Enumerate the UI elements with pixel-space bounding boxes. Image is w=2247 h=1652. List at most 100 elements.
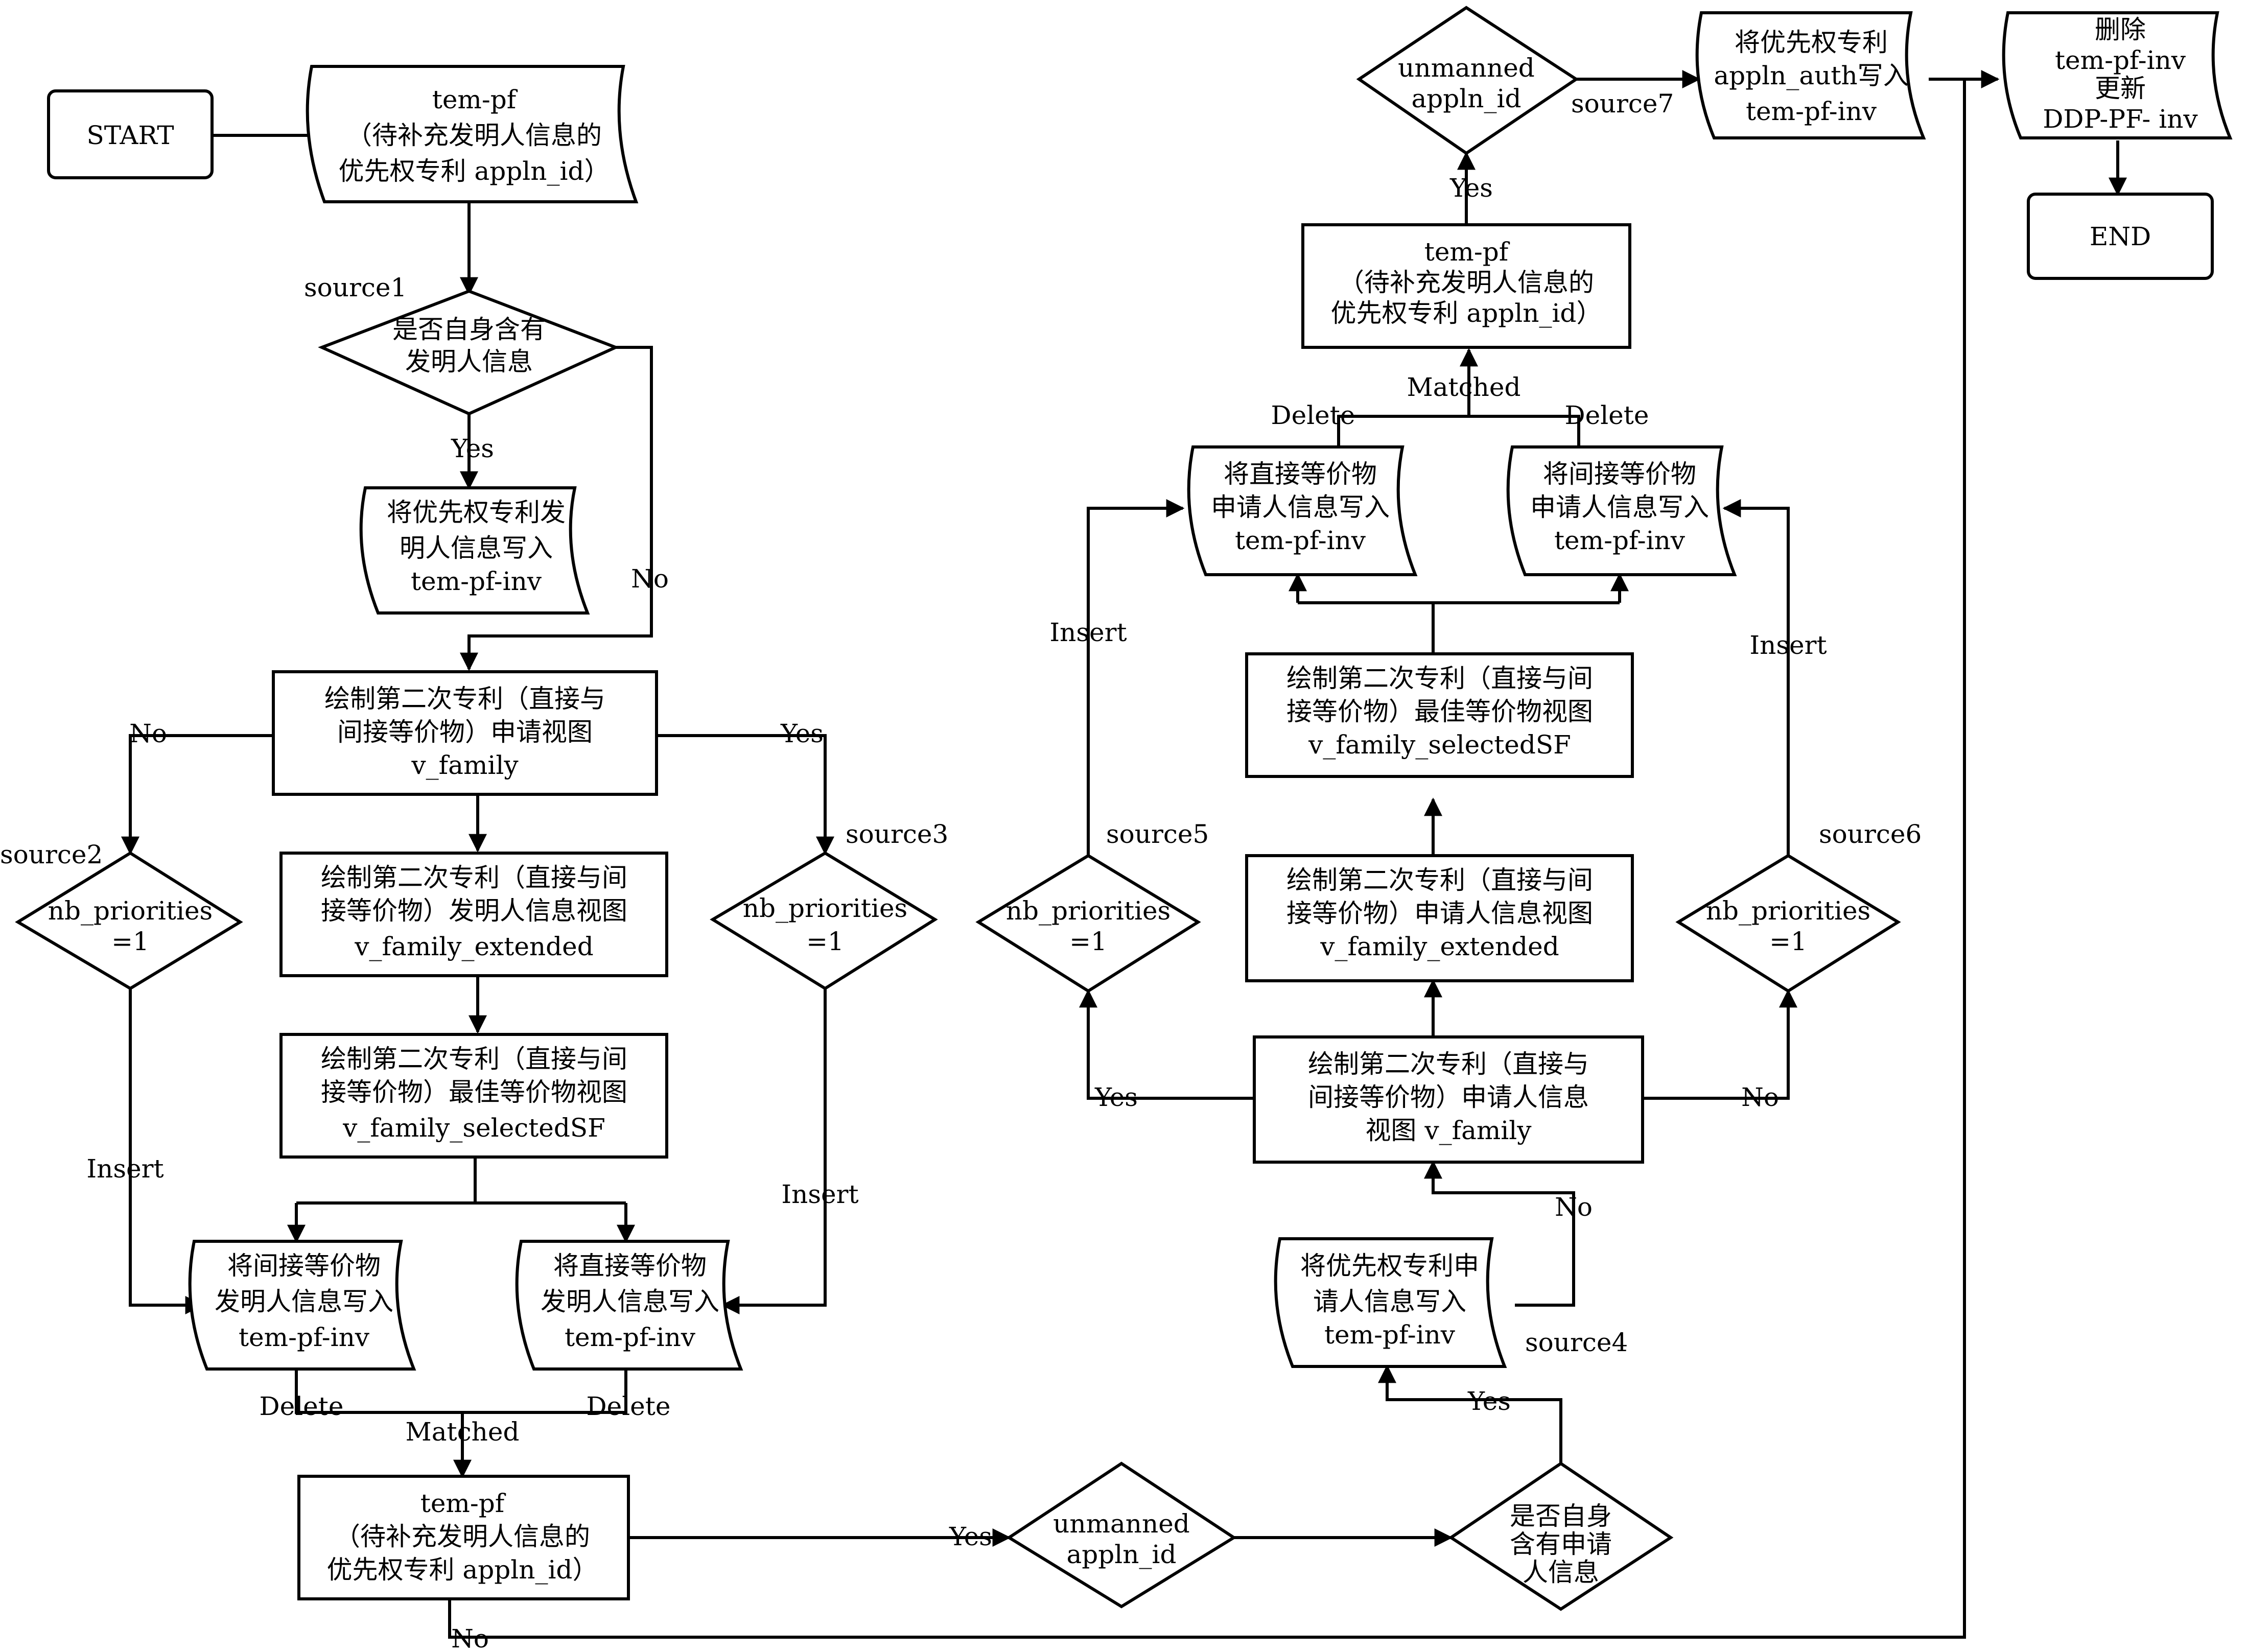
edge-vfamr-yes-nb5: [1079, 989, 1254, 1100]
edge-decision1-no: [460, 346, 653, 671]
process-tempf-bottom: tem-pf （待补充发明人信息的 优先权专利 appln_id）: [297, 1475, 630, 1600]
direct-inventor-store: 将直接等价物 发明人信息写入 tem-pf-inv: [515, 1240, 743, 1371]
process-vfamext-left: 绘制第二次专利（直接与间 接等价物）发明人信息视图 v_family_exten…: [279, 852, 668, 977]
label-source5: source5: [1106, 819, 1209, 849]
process-vfamext-right: 绘制第二次专利（直接与间 接等价物）申请人信息视图 v_family_exten…: [1245, 854, 1634, 982]
auth-store: 将优先权专利 appln_auth写入 tem-pf-inv: [1695, 11, 1926, 139]
label-matched-2: Matched: [1407, 372, 1521, 402]
write-app-line1: 将优先权专利申: [1300, 1251, 1479, 1281]
decision-self-inventor: 是否自身含有 发明人信息: [318, 289, 620, 416]
label-matched-1: Matched: [406, 1417, 520, 1447]
label-no-2: No: [129, 719, 167, 748]
dself-inv-line2: 发明人信息: [405, 347, 533, 376]
vfamext-r-line3: v_family_extended: [1320, 932, 1559, 961]
tempf-bot-line3: 优先权专利 appln_id）: [327, 1555, 598, 1585]
edge-nb6-insert: [1722, 499, 1790, 856]
write-applicant-store: 将优先权专利申 请人信息写入 tem-pf-inv: [1274, 1237, 1507, 1368]
label-source6: source6: [1819, 819, 1922, 849]
label-source3: source3: [846, 819, 948, 849]
tempf-bot-line1: tem-pf: [420, 1489, 506, 1518]
label-no-3: No: [451, 1624, 489, 1652]
vfamext-l-line3: v_family_extended: [354, 932, 593, 961]
process-tempf-right: tem-pf （待补充发明人信息的 优先权专利 appln_id）: [1301, 223, 1631, 349]
vfamext-r-line1: 绘制第二次专利（直接与间: [1286, 865, 1593, 895]
ind-inv-line1: 将间接等价物: [227, 1251, 381, 1281]
vfam-r-line2: 间接等价物）申请人信息: [1308, 1082, 1589, 1112]
nb2-line2: =1: [111, 927, 149, 956]
indirect-applicant-store: 将间接等价物 申请人信息写入 tem-pf-inv: [1506, 445, 1737, 576]
end-terminal: END: [2027, 193, 2214, 280]
label-insert-3: Insert: [1049, 618, 1127, 647]
dir-app-line2: 申请人信息写入: [1211, 492, 1390, 522]
tempf-top-store: tem-pf （待补充发明人信息的 优先权专利 appln_id）: [306, 65, 639, 203]
vfamext-l-line2: 接等价物）发明人信息视图: [321, 896, 627, 926]
label-yes-2: Yes: [780, 719, 824, 748]
write-inventor-store: 将优先权专利发 明人信息写入 tem-pf-inv: [359, 486, 590, 615]
decision-nb-priorities-5: nb_priorities =1: [975, 854, 1201, 993]
nb5-line2: =1: [1069, 927, 1107, 956]
label-source1: source1: [304, 273, 407, 302]
delupd-line4: DDP-PF- inv: [2043, 104, 2198, 134]
label-yes-4: Yes: [1467, 1386, 1511, 1416]
label-no-5: No: [1741, 1082, 1779, 1112]
edge-vfam-yes-nb3: [657, 734, 834, 855]
label-delete-1: Delete: [260, 1391, 344, 1421]
ind-inv-line2: 发明人信息写入: [215, 1287, 393, 1316]
tempf-r-line2: （待补充发明人信息的: [1339, 268, 1594, 297]
edge-tempfbot-no: [448, 79, 1966, 1639]
tempf-top-line3: 优先权专利 appln_id）: [339, 156, 610, 186]
nb6-line1: nb_priorities: [1706, 896, 1870, 926]
label-insert-1: Insert: [86, 1154, 163, 1184]
write-app-line2: 请人信息写入: [1313, 1287, 1466, 1316]
label-source7: source7: [1571, 89, 1674, 119]
dself-app-line2: 含有申请: [1510, 1529, 1612, 1559]
nb3-line2: =1: [806, 927, 844, 956]
label-yes-6: Yes: [1449, 173, 1493, 203]
tempf-top-line2: （待补充发明人信息的: [346, 121, 602, 150]
decision-nb-priorities-3: nb_priorities =1: [710, 851, 938, 990]
edge-vfam-no-nb2: [121, 734, 273, 855]
unm-top-line2: appln_id: [1411, 84, 1521, 113]
vfam-l-line3: v_family: [411, 750, 519, 780]
write-app-line3: tem-pf-inv: [1324, 1320, 1456, 1350]
tempf-r-line3: 优先权专利 appln_id）: [1331, 298, 1602, 328]
nb5-line1: nb_priorities: [1006, 896, 1171, 926]
auth-line1: 将优先权专利: [1735, 28, 1888, 57]
label-source2: source2: [0, 840, 103, 869]
tempf-r-line1: tem-pf: [1424, 237, 1510, 267]
ind-app-line1: 将间接等价物: [1543, 459, 1696, 489]
vsel-l-line2: 接等价物）最佳等价物视图: [321, 1077, 627, 1107]
delupd-line2: tem-pf-inv: [2055, 45, 2186, 75]
ind-app-line3: tem-pf-inv: [1554, 526, 1686, 555]
edge-writeapp-no: [1424, 1160, 1575, 1307]
decision-self-applicant: 是否自身 含有申请 人信息: [1448, 1461, 1674, 1611]
edge-delete-bar-right: [1337, 415, 1580, 450]
nb6-line2: =1: [1769, 927, 1807, 956]
process-vfamily-left: 绘制第二次专利（直接与 间接等价物）申请视图 v_family: [272, 670, 658, 796]
decision-unmanned-top: unmanned appln_id: [1356, 6, 1579, 155]
label-no-4: No: [1555, 1192, 1593, 1222]
nb2-line1: nb_priorities: [48, 896, 213, 926]
vsel-r-line3: v_family_selectedSF: [1308, 730, 1571, 760]
label-delete-2: Delete: [587, 1391, 671, 1421]
vsel-r-line1: 绘制第二次专利（直接与间: [1286, 664, 1593, 693]
label-insert-4: Insert: [1749, 630, 1827, 660]
label-no-1: No: [631, 564, 669, 594]
label-delete-4: Delete: [1565, 400, 1649, 430]
delupd-line1: 删除: [2095, 15, 2146, 44]
dself-app-line3: 人信息: [1523, 1557, 1599, 1587]
end-label: END: [2090, 222, 2151, 251]
dir-inv-line1: 将直接等价物: [553, 1251, 707, 1281]
unm-bot-line1: unmanned: [1053, 1509, 1190, 1539]
vfam-r-line1: 绘制第二次专利（直接与: [1308, 1049, 1589, 1079]
auth-line2: appln_auth写入: [1714, 61, 1908, 90]
edge-nb2-insert: [129, 988, 204, 1314]
tempf-top-line1: tem-pf: [432, 85, 518, 114]
unm-top-line1: unmanned: [1398, 53, 1535, 83]
direct-applicant-store: 将直接等价物 申请人信息写入 tem-pf-inv: [1187, 445, 1418, 576]
edge-labels: source1 Yes No No Yes source2 source3 In…: [0, 89, 1922, 1652]
decision-nb-priorities-6: nb_priorities =1: [1675, 854, 1901, 993]
ind-app-line2: 申请人信息写入: [1530, 492, 1709, 522]
vsel-l-line3: v_family_selectedSF: [342, 1113, 605, 1143]
connectors: [121, 70, 2127, 1639]
